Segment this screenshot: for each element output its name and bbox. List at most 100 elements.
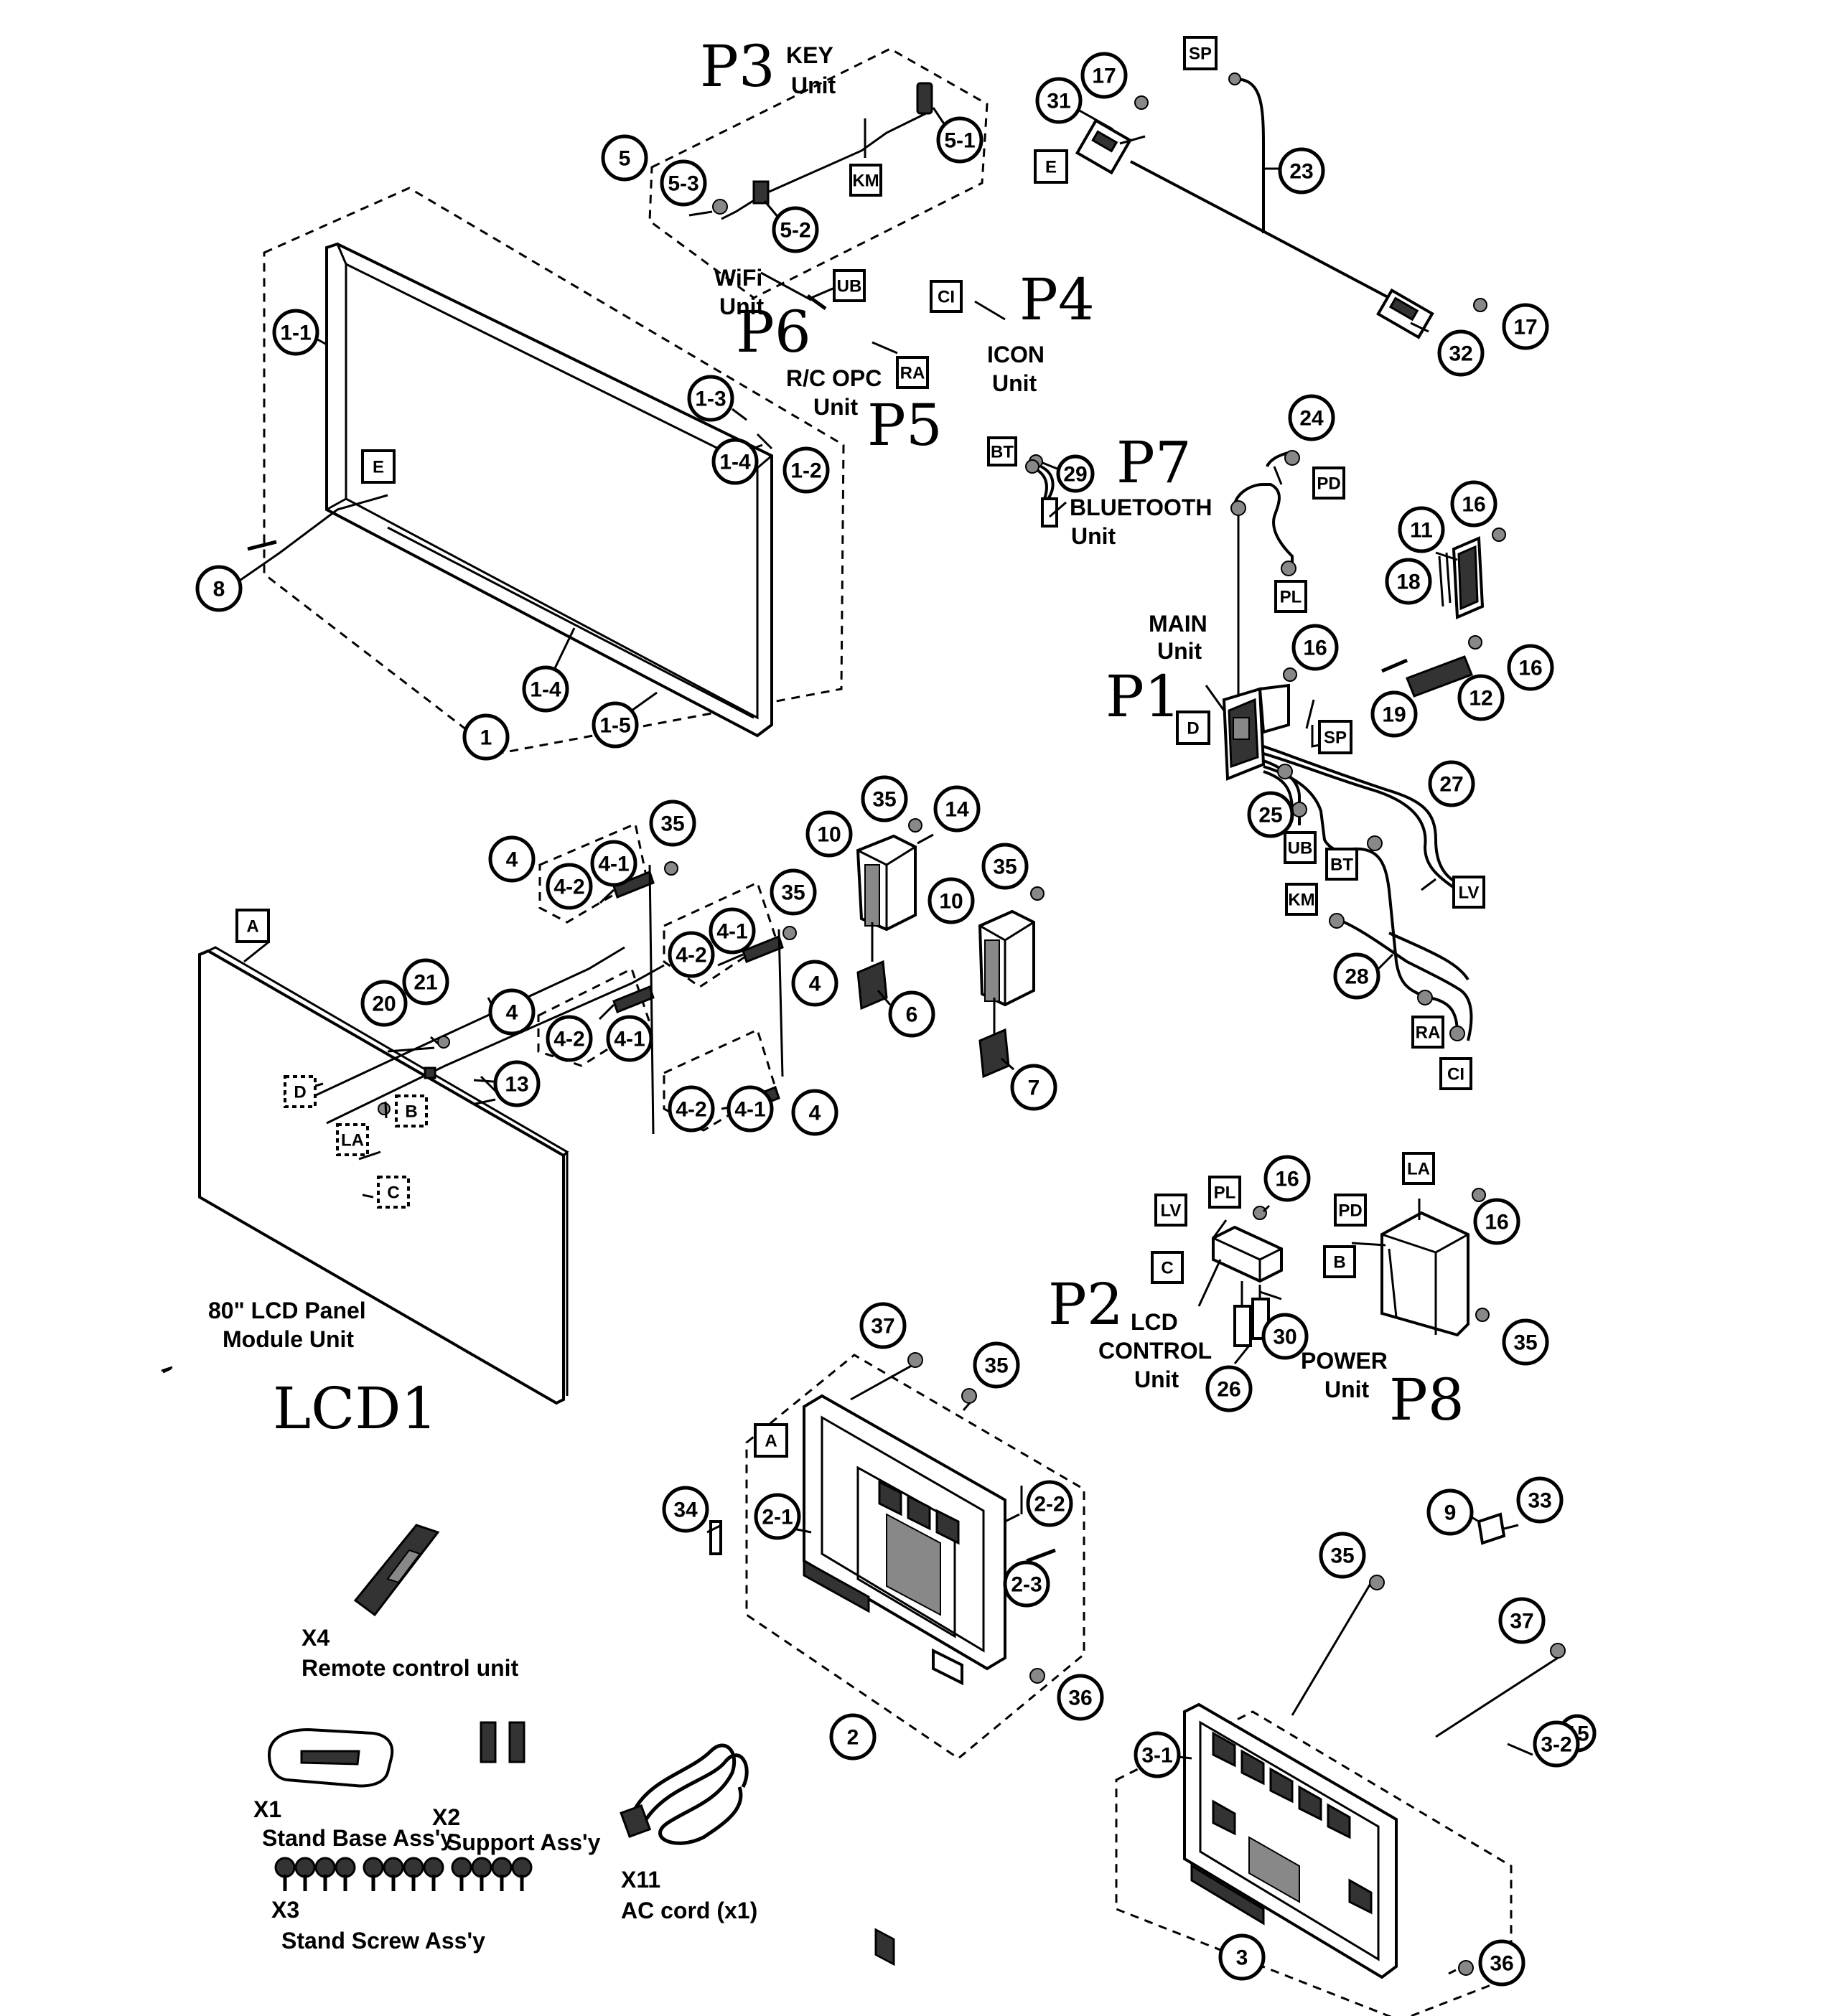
part-number: 14 xyxy=(945,798,969,822)
part-number: 1-5 xyxy=(599,714,630,738)
part-circle-1-1: 1-1 xyxy=(272,309,319,356)
key-unit-label-1: KEY xyxy=(786,42,833,68)
connector-label: UB xyxy=(837,277,862,296)
part-circle-4-1b: 4-1 xyxy=(709,907,756,955)
connector-label: B xyxy=(1333,1253,1345,1272)
part-number: 4 xyxy=(506,1001,518,1025)
part-circle-2: 2 xyxy=(829,1713,877,1761)
part-number: 9 xyxy=(1444,1501,1457,1525)
part-number: 4 xyxy=(809,1102,821,1125)
part-circle-5-2: 5-2 xyxy=(772,206,819,253)
connector-b-pwr: B xyxy=(1323,1245,1356,1278)
stand-screw-code: X3 xyxy=(271,1897,299,1923)
icon-unit-label-2: Unit xyxy=(992,370,1037,396)
part-circle-12: 12 xyxy=(1457,674,1505,721)
connector-b-panel: B xyxy=(395,1094,428,1127)
ac-cord-code: X11 xyxy=(621,1867,660,1893)
power-unit-tag: P8 xyxy=(1389,1366,1464,1433)
connector-km-main: KM xyxy=(1285,883,1318,916)
part-circle-4-2b: 4-2 xyxy=(668,931,715,978)
part-number: 21 xyxy=(413,971,437,995)
part-circle-8: 8 xyxy=(195,565,243,612)
connector-label: CI xyxy=(938,288,955,307)
part-number: 37 xyxy=(871,1315,894,1338)
cable-28-drawing xyxy=(1342,847,1459,1034)
connector-ci-top: CI xyxy=(930,280,963,313)
stand-base-name: Stand Base Ass'y xyxy=(262,1825,453,1851)
part-circle-3-1: 3-1 xyxy=(1134,1731,1181,1778)
part-number: 35 xyxy=(660,812,684,836)
part-circle-4-2a: 4-2 xyxy=(546,863,593,910)
part-number: 10 xyxy=(939,890,963,914)
part-circle-35f: 35 xyxy=(973,1341,1020,1389)
key-unit-label-2: Unit xyxy=(791,72,836,98)
part-number: 16 xyxy=(1462,493,1485,517)
main-unit-tag: P1 xyxy=(1106,663,1181,730)
connector-label: BT xyxy=(991,443,1014,462)
stand-base-drawing xyxy=(267,1727,394,1788)
part-number: 2-3 xyxy=(1011,1573,1042,1597)
lcd-control-unit-label-1: LCD xyxy=(1131,1309,1178,1335)
part-circle-4-2d: 4-2 xyxy=(668,1085,715,1133)
part-number: 12 xyxy=(1469,687,1492,711)
connector-label: UB xyxy=(1288,839,1313,858)
icon-unit-label-1: ICON xyxy=(987,342,1045,367)
bracket-10-6-drawing xyxy=(856,834,917,1011)
part-circle-2-1: 2-1 xyxy=(754,1493,801,1540)
part-circle-1-5: 1-5 xyxy=(592,701,639,749)
connector-label: RA xyxy=(1416,1023,1441,1043)
bluetooth-unit-label-1: BLUETOOTH xyxy=(1070,494,1212,520)
part-circle-28: 28 xyxy=(1333,952,1380,1000)
connector-label: PL xyxy=(1214,1183,1236,1203)
part-number: 1-3 xyxy=(695,388,726,411)
part-number: 5-1 xyxy=(944,129,975,153)
part-circle-19: 19 xyxy=(1370,690,1418,738)
part-circle-31: 31 xyxy=(1035,77,1083,124)
support-drawing xyxy=(480,1721,525,1763)
part-number: 26 xyxy=(1217,1378,1240,1402)
rcopc-unit-tag: P5 xyxy=(867,392,943,459)
part-circle-34: 34 xyxy=(662,1486,709,1533)
connector-ub-main: UB xyxy=(1284,831,1317,864)
part-circle-20: 20 xyxy=(360,980,408,1027)
lcd-panel-label-2: Module Unit xyxy=(223,1326,354,1352)
key-unit-drawing xyxy=(712,82,933,220)
part-number: 32 xyxy=(1449,342,1472,366)
part-number: 18 xyxy=(1396,571,1420,594)
part-circle-9: 9 xyxy=(1426,1488,1474,1536)
part-circle-35e: 35 xyxy=(1502,1318,1549,1366)
part-number: 20 xyxy=(372,993,396,1016)
remote-name: Remote control unit xyxy=(302,1655,519,1681)
part-circle-30: 30 xyxy=(1261,1313,1309,1360)
part-circle-17b: 17 xyxy=(1502,303,1549,350)
connector-label: PD xyxy=(1317,474,1340,494)
part-number: 30 xyxy=(1273,1326,1296,1349)
part-circle-11: 11 xyxy=(1398,506,1445,553)
key-unit-assembly-outline xyxy=(648,47,989,299)
part-number: 31 xyxy=(1047,90,1070,113)
lcd-panel-tag: LCD1 xyxy=(273,1375,437,1442)
part-circle-13: 13 xyxy=(493,1060,541,1107)
connector-label: PD xyxy=(1338,1201,1362,1221)
part-circle-4a: 4 xyxy=(488,835,536,883)
part-number: 4 xyxy=(809,972,821,996)
part-number: 34 xyxy=(673,1499,698,1522)
part-circle-3-2: 3-2 xyxy=(1533,1720,1580,1768)
connector-e-frame: E xyxy=(361,449,396,484)
part-number: 10 xyxy=(817,823,841,847)
part-number: 4-1 xyxy=(598,853,629,876)
part-number: 4-1 xyxy=(734,1098,765,1122)
part-circle-36b: 36 xyxy=(1478,1939,1525,1987)
power-unit-label-1: POWER xyxy=(1301,1348,1388,1374)
connector-ra-top: RA xyxy=(896,356,929,389)
cable-24-drawing xyxy=(1233,483,1294,567)
part-number: 23 xyxy=(1289,160,1313,184)
connector-label: E xyxy=(1045,158,1057,177)
part-number: 37 xyxy=(1510,1610,1533,1633)
part-circle-4-1d: 4-1 xyxy=(726,1085,774,1133)
part-number: 3-2 xyxy=(1541,1733,1571,1757)
part-number: 33 xyxy=(1528,1489,1551,1513)
main-unit-board-drawing xyxy=(1222,683,1290,781)
bracket-set-1-outline xyxy=(538,822,648,924)
